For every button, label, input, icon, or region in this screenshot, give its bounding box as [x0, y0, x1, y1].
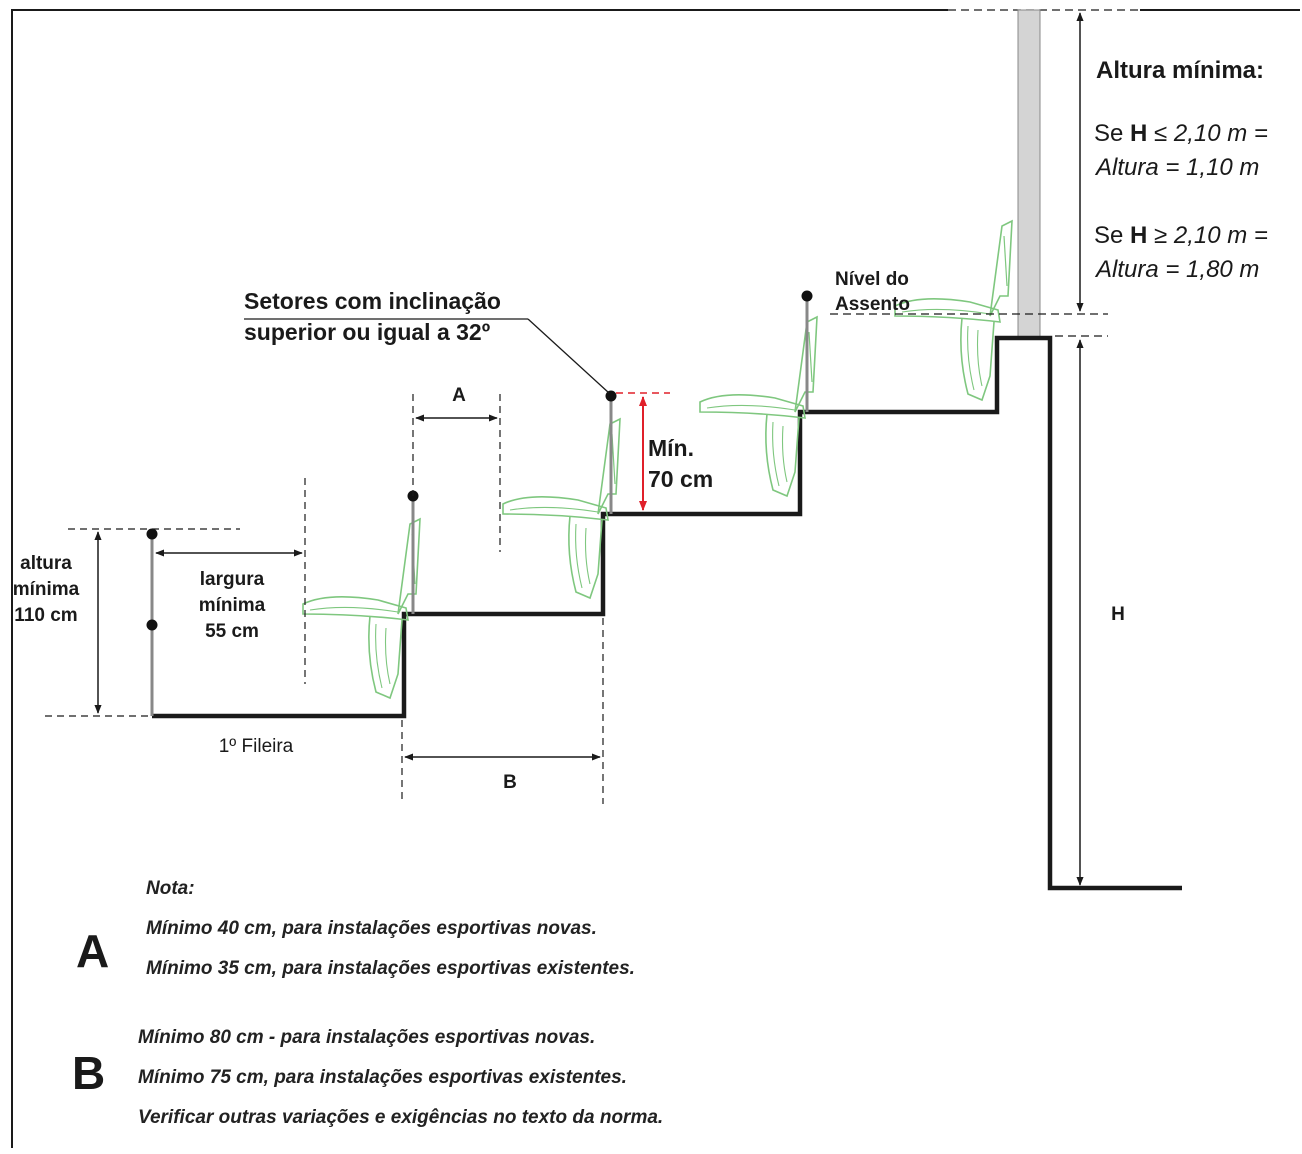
label-dim-b: B	[503, 772, 517, 793]
label-altura-minima-line2: mínima	[13, 579, 80, 600]
dimension-min-70	[616, 392, 670, 511]
label-first-row: 1º Fileira	[219, 736, 294, 757]
side-note-rule2: Se H ≥ 2,10 m =	[1094, 222, 1268, 249]
label-seat-level-line1: Nível do	[835, 269, 909, 290]
label-dim-h: H	[1111, 604, 1125, 625]
notes-b-line3: Verificar outras variações e exigências …	[138, 1107, 663, 1128]
side-note-result1: Altura = 1,10 m	[1094, 154, 1259, 181]
railing-first-row	[146, 528, 158, 716]
label-altura-minima-line3: 110 cm	[14, 605, 77, 626]
label-altura-minima-line1: altura	[20, 553, 72, 574]
railing-row-2	[407, 490, 419, 614]
side-note-result2: Altura = 1,80 m	[1094, 256, 1259, 283]
side-note-rule1: Se H ≤ 2,10 m =	[1094, 120, 1268, 147]
dimension-altura-110	[45, 528, 240, 717]
label-inclination-line1: Setores com inclinação	[244, 288, 501, 314]
label-largura-line1: largura	[200, 569, 265, 590]
notes-a-line1: Mínimo 40 cm, para instalações esportiva…	[146, 918, 597, 939]
frame-border	[11, 9, 1300, 1148]
label-seat-level-line2: Assento	[835, 294, 910, 315]
side-note-title: Altura mínima:	[1096, 57, 1264, 84]
dimension-largura-55	[155, 478, 306, 684]
notes-letter-a: A	[76, 925, 109, 977]
label-min-70-line2: 70 cm	[648, 466, 713, 492]
seat-row-4	[894, 220, 1013, 401]
notes-title: Nota:	[146, 878, 195, 899]
dimension-a	[412, 394, 501, 552]
railing-row-3	[605, 390, 617, 514]
label-inclination-line2: superior ou igual a 32º	[244, 319, 490, 345]
notes-b-line2: Mínimo 75 cm, para instalações esportiva…	[138, 1067, 627, 1088]
inclination-leader	[244, 318, 610, 394]
label-dim-a: A	[452, 385, 466, 406]
railing-row-4	[801, 290, 813, 412]
notes-letter-b: B	[72, 1047, 105, 1099]
dimension-b	[401, 618, 604, 804]
notes-b-line1: Mínimo 80 cm - para instalações esportiv…	[138, 1027, 595, 1048]
stair-profile	[152, 335, 1182, 891]
label-largura-line3: 55 cm	[205, 621, 259, 642]
label-largura-line2: mínima	[199, 595, 266, 616]
notes-a-line2: Mínimo 35 cm, para instalações esportiva…	[146, 958, 635, 979]
label-min-70-line1: Mín.	[648, 435, 694, 461]
pillar	[1017, 9, 1041, 339]
